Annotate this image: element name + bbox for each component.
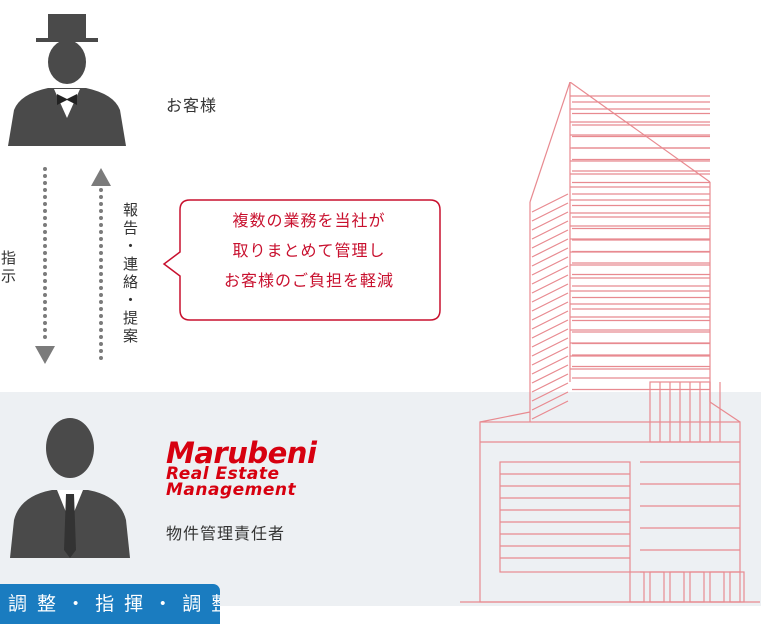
manager-silhouette-icon bbox=[10, 418, 130, 558]
company-logo: Marubeni Real Estate Management bbox=[166, 436, 317, 500]
report-label: 報告・連絡・提案 bbox=[121, 202, 139, 346]
bubble-line-1: 複数の業務を当社が bbox=[232, 211, 386, 230]
speech-bubble bbox=[162, 199, 441, 321]
customer-label: お客様 bbox=[166, 96, 218, 115]
logo-line-1: Marubeni bbox=[166, 436, 317, 470]
report-arrow-icon bbox=[91, 168, 111, 366]
bottom-tab: 調 整 ・ 指 揮 ・ 調 整 bbox=[0, 584, 220, 624]
customer-silhouette-icon bbox=[8, 14, 126, 146]
instruction-label: 指示 bbox=[0, 250, 17, 286]
instruction-arrow-icon bbox=[35, 167, 55, 364]
bubble-line-2: 取りまとめて管理し bbox=[232, 241, 386, 260]
building-illustration bbox=[460, 82, 760, 603]
logo-line-3: Management bbox=[166, 480, 297, 500]
logo-line-2: Real Estate bbox=[166, 464, 280, 484]
manager-label: 物件管理責任者 bbox=[166, 524, 286, 543]
bubble-line-3: お客様のご負担を軽減 bbox=[223, 271, 394, 290]
lower-background-band bbox=[0, 392, 761, 606]
bubble-text: 複数の業務を当社が 取りまとめて管理し お客様のご負担を軽減 bbox=[180, 206, 438, 296]
